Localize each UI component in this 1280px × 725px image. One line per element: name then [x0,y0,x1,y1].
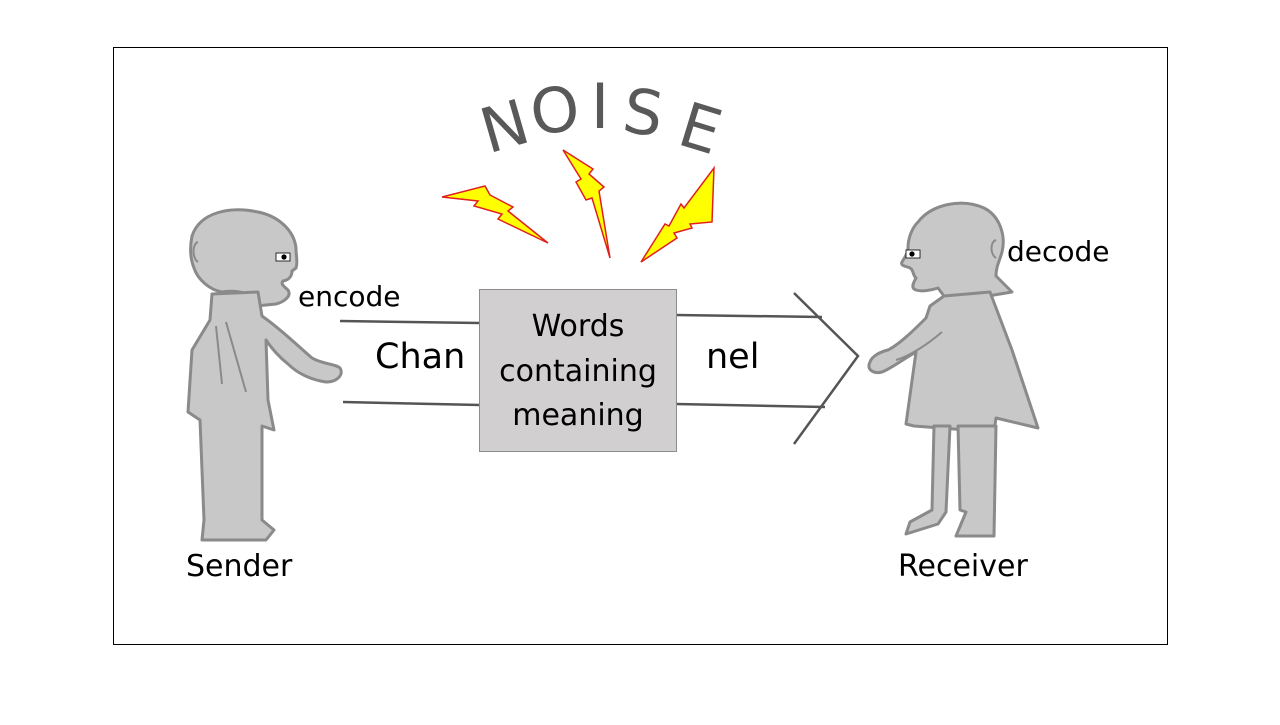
channel-label-right: nel [706,337,759,377]
receiver-label: Receiver [898,549,1028,584]
lightning-bolt-icon [441,185,549,244]
message-box [479,289,677,452]
receiver-eye-icon [905,249,921,259]
lightning-bolt-icon [562,149,611,259]
sender-label: Sender [186,549,293,584]
noise-letter-o: O [526,71,583,149]
message-box-text: Words containing meaning [499,309,657,433]
channel-lines [339,292,860,445]
lightning-bolt-icon [640,165,715,263]
decode-label: decode [1007,235,1110,268]
message-line-1: Words [532,309,625,344]
encode-label: encode [298,280,401,313]
channel-label-left: Chan [375,337,465,377]
receiver-figure [867,201,1040,538]
message-line-2: containing [499,354,657,389]
noise-bolts [441,149,715,263]
channel-arrow-head [792,292,860,445]
message-line-3: meaning [512,398,643,433]
sender-eye-icon [275,252,291,262]
sender-figure [186,208,343,542]
noise-letter-i: I [591,70,609,143]
